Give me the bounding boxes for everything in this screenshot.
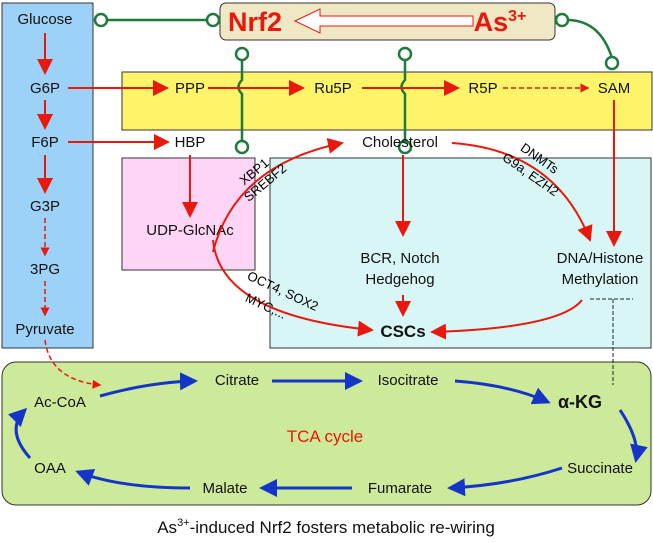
- sam: SAM: [598, 80, 631, 97]
- methylation: Methylation: [562, 271, 639, 288]
- hbp: HBP: [175, 134, 206, 151]
- arsenic-label: As3+: [474, 7, 527, 37]
- glycolysis-arrows: [37, 33, 102, 389]
- tca-succinate: Succinate: [567, 460, 633, 477]
- ru5p: Ru5P: [314, 80, 352, 97]
- csc-arrows: [212, 137, 633, 385]
- ppp: PPP: [175, 80, 205, 97]
- g6p: G6P: [30, 80, 60, 97]
- inhibition-connectors: [93, 12, 620, 155]
- r5p: R5P: [468, 80, 497, 97]
- csc-panel: [269, 157, 652, 349]
- 3pg: 3PG: [30, 261, 60, 278]
- udp-glcnac: UDP-GlcNAc: [146, 222, 234, 239]
- glucose: Glucose: [17, 11, 72, 28]
- cscs: CSCs: [380, 322, 425, 341]
- caption: As3+-induced Nrf2 fosters metabolic re-w…: [157, 517, 495, 537]
- bcr-notch: BCR, Notch: [360, 250, 439, 267]
- tca-panel: [1, 361, 652, 506]
- ppp-panel: [121, 71, 653, 131]
- tca-arrows: [8, 372, 648, 497]
- tca-citrate: Citrate: [215, 372, 259, 389]
- glycolysis-panel: [1, 2, 94, 349]
- nrf2-label: Nrf2: [228, 7, 282, 37]
- hollow-arrow-icon: [293, 8, 474, 34]
- tca-ac-coa: Ac-CoA: [34, 394, 86, 411]
- tca-oaa: OAA: [34, 460, 66, 477]
- cholesterol: Cholesterol: [362, 134, 438, 151]
- tca-alpha-kg: α-KG: [558, 392, 602, 412]
- ppp-arrows: [68, 80, 622, 247]
- g3p: G3P: [30, 198, 60, 215]
- tca-fumarate: Fumarate: [368, 480, 432, 497]
- tca-isocitrate: Isocitrate: [378, 372, 439, 389]
- dna-histone: DNA/Histone: [557, 250, 644, 267]
- tca-malate: Malate: [202, 480, 247, 497]
- tca-cycle-title: TCA cycle: [287, 427, 364, 446]
- hedgehog: Hedgehog: [365, 271, 434, 288]
- pyruvate: Pyruvate: [15, 321, 74, 338]
- hbp-panel: [121, 157, 256, 271]
- f6p: F6P: [31, 134, 59, 151]
